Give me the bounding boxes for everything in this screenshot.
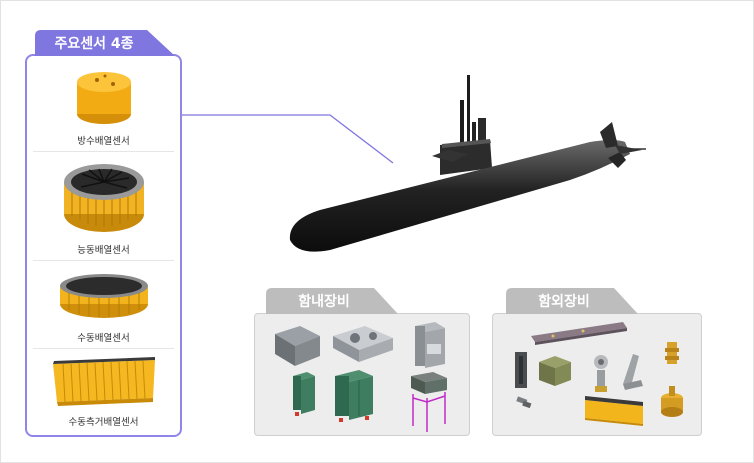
green-cabinet-image: [293, 372, 315, 416]
divider: [33, 151, 174, 152]
inboard-equipment-images: [275, 322, 447, 432]
sensor-label: 수동배열센서: [77, 333, 130, 344]
sensor-label: 방수배열센서: [77, 136, 130, 147]
towed-cylinder-image: [531, 322, 627, 345]
inboard-title-tab: 함내장비: [266, 288, 398, 314]
waterproof-array-sensor-image: [77, 72, 131, 124]
sensors-title: 주요센서 4종: [54, 36, 134, 52]
green-rack-image: [335, 370, 373, 422]
sensors-title-tab: 주요센서 4종: [35, 30, 175, 56]
console-unit-image: [275, 326, 320, 366]
outboard-equipment-images: [515, 322, 683, 426]
passive-array-sensor-image: [60, 274, 148, 318]
stand-unit-image: [411, 372, 447, 432]
bracket-assembly-image: [594, 354, 643, 392]
inboard-title: 함내장비: [298, 294, 350, 310]
outboard-tab-shape: [506, 288, 638, 314]
sensors-panel: 방수배열센서 능동배열센서: [25, 54, 182, 437]
divider: [33, 260, 174, 261]
inboard-tab-shape: [266, 288, 398, 314]
processing-chassis-image: [333, 326, 393, 362]
connector-image: [516, 396, 532, 409]
outboard-equipment-panel: [492, 313, 702, 436]
inboard-equipment-panel: [254, 313, 470, 436]
yellow-panel-image: [585, 396, 643, 426]
outboard-title: 함외장비: [538, 294, 590, 310]
sensor-label: 수동측거배열센서: [68, 417, 139, 428]
olive-box-image: [539, 356, 571, 386]
active-array-sensor-image: [64, 164, 144, 232]
sensor-label: 능동배열센서: [77, 245, 130, 256]
submarine-image: [289, 75, 646, 252]
divider: [33, 348, 174, 349]
passive-ranging-array-sensor-image: [53, 357, 155, 406]
outboard-title-tab: 함외장비: [506, 288, 638, 314]
dark-module-image: [515, 352, 527, 388]
gold-fitting-image: [661, 342, 683, 417]
sensors-tab-shape: [35, 30, 175, 56]
display-cabinet-image: [415, 322, 445, 368]
